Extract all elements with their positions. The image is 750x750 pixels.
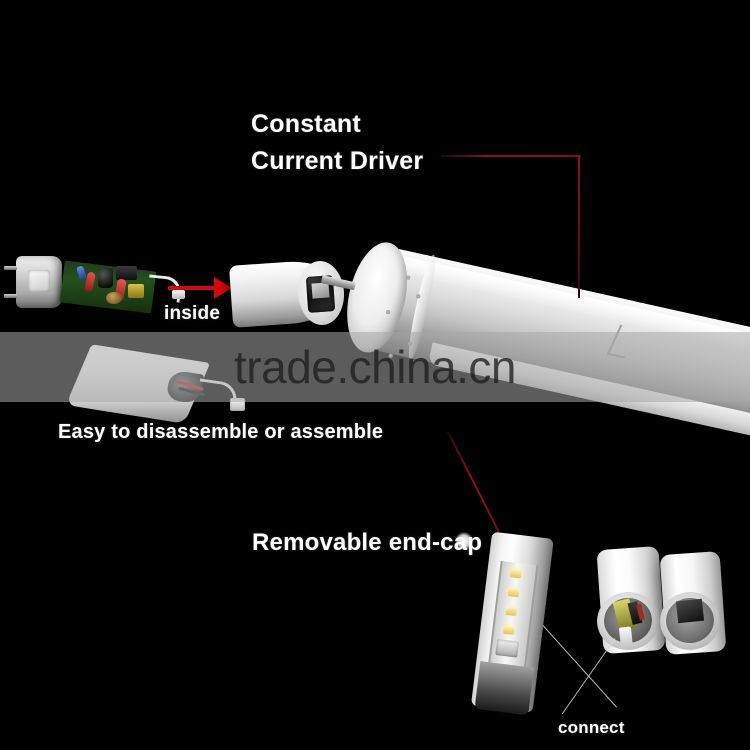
tube-section-shadow: [474, 661, 534, 716]
led-tube-section: [445, 529, 587, 732]
label-inside: inside: [164, 303, 221, 324]
pcb-black-capacitor: [98, 268, 113, 288]
label-current-driver: Current Driver: [251, 147, 424, 175]
main-led-tube: [293, 215, 750, 522]
ac-plug-face: [28, 270, 50, 292]
led-chip: [507, 587, 520, 598]
light-glow-dot: [455, 532, 473, 550]
pcb-inductor: [106, 292, 122, 304]
red-arrow-head: [214, 277, 232, 299]
label-removable-end-cap: Removable end-cap: [252, 529, 483, 556]
label-connect: connect: [558, 718, 625, 737]
red-arrow-shaft: [168, 286, 218, 290]
end-cap-b-window: [675, 598, 705, 624]
pcb-yellow-component: [128, 284, 144, 298]
leader-line-vertical: [578, 155, 580, 298]
plug-pin-top: [4, 266, 17, 270]
wire-connector: [230, 398, 245, 411]
end-cap-screw: [385, 309, 391, 315]
led-chip: [509, 568, 522, 579]
driver-wire-connector: [172, 290, 185, 299]
leader-line-horizontal: [441, 155, 581, 157]
led-chip: [505, 605, 518, 617]
end-cap-screw: [388, 353, 394, 359]
tube-contact-pin: [320, 275, 356, 291]
led-chip: [502, 624, 515, 636]
label-easy-to-disassemble: Easy to disassemble or assemble: [58, 421, 384, 443]
label-constant: Constant: [251, 110, 361, 138]
tube-section-connector: [495, 639, 520, 658]
end-cap-a-connector: [618, 626, 634, 650]
pcb-black-ic: [116, 266, 137, 280]
plug-pin-bottom: [4, 294, 17, 298]
